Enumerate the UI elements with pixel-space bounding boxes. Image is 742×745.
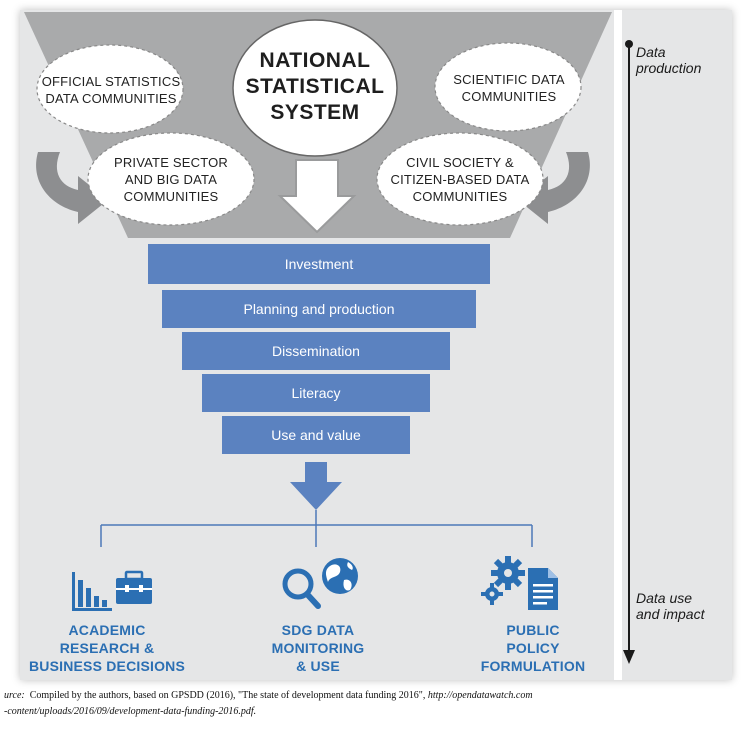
oval-label-line: CITIZEN-BASED DATA — [390, 172, 530, 187]
tier-literacy-label: Literacy — [291, 385, 341, 401]
outcome-sdg: SDG DATA MONITORING & USE — [250, 621, 386, 675]
source-text: Compiled by the authors, based on GPSDD … — [29, 690, 428, 701]
tier-use-bar — [222, 416, 410, 454]
panel-divider — [614, 10, 622, 680]
oval-official-statistics — [36, 44, 184, 134]
tier-investment-label: Investment — [284, 256, 354, 272]
private-sector-label: PRIVATE SECTOR AND BIG DATA COMMUNITIES — [90, 154, 252, 205]
outcome-line: POLICY — [506, 640, 560, 656]
oval-label-line: COMMUNITIES — [412, 189, 508, 204]
oval-label-line: OFFICIAL STATISTICS — [41, 74, 181, 89]
outcome-line: & USE — [296, 658, 340, 674]
oval-label-line: COMMUNITIES — [461, 89, 557, 104]
civil-society-label: CIVIL SOCIETY & CITIZEN-BASED DATA COMMU… — [378, 154, 542, 205]
down-arrow-icon — [277, 159, 357, 234]
axis-panel — [622, 10, 732, 680]
oval-label-line: COMMUNITIES — [123, 189, 219, 204]
outcome-line: SDG DATA — [281, 622, 355, 638]
tier-planning-label: Planning and production — [243, 301, 395, 317]
right-curved-arrow-icon — [518, 152, 590, 224]
outcome-line: RESEARCH & — [59, 640, 155, 656]
magnifier-icon — [282, 568, 321, 609]
blue-down-arrow-icon — [290, 462, 342, 510]
oval-label-line: DATA COMMUNITIES — [45, 91, 177, 106]
tier-planning-bar — [162, 290, 476, 328]
source-note-line-1: urce: Compiled by the authors, based on … — [4, 690, 533, 701]
globe-icon — [322, 558, 358, 594]
left-curved-arrow-icon — [36, 152, 108, 224]
data-flow-axis — [623, 40, 635, 664]
oval-label-line: PRIVATE SECTOR — [113, 155, 229, 170]
oval-scientific-data — [434, 42, 582, 132]
tier-dissemination-label: Dissemination — [272, 343, 360, 359]
axis-label-line: Data — [636, 44, 666, 60]
outcome-line: ACADEMIC — [68, 622, 146, 638]
oval-label-line: SCIENTIFIC DATA — [453, 72, 565, 87]
outcome-policy: PUBLIC POLICY FORMULATION — [470, 621, 596, 675]
oval-label-line: AND BIG DATA — [124, 172, 218, 187]
nss-title-line: SYSTEM — [270, 101, 360, 124]
tier-dissemination-bar — [182, 332, 450, 370]
nss-title-line: STATISTICAL — [245, 75, 385, 98]
outcome-line: PUBLIC — [506, 622, 560, 638]
source-url-continued[interactable]: -content/uploads/2016/09/development-dat… — [4, 706, 257, 717]
outcome-line: MONITORING — [271, 640, 365, 656]
bar-chart-icon — [72, 572, 112, 611]
nss-title-line: NATIONAL — [259, 49, 371, 72]
outcome-line: BUSINESS DECISIONS — [28, 658, 186, 674]
source-url[interactable]: http://opendatawatch.com — [427, 690, 533, 701]
tier-literacy-bar — [202, 374, 430, 412]
oval-private-sector — [87, 132, 255, 226]
oval-civil-society — [376, 132, 544, 226]
axis-top-label: Data production — [636, 44, 730, 76]
outcome-line: FORMULATION — [480, 658, 586, 674]
outcome-academic: ACADEMIC RESEARCH & BUSINESS DECISIONS — [22, 621, 192, 675]
source-prefix: urce: — [4, 690, 25, 701]
oval-national-statistical-system — [232, 19, 398, 157]
briefcase-icon — [116, 570, 152, 604]
nss-title: NATIONAL STATISTICAL SYSTEM — [233, 48, 397, 126]
gears-icon — [481, 556, 525, 605]
tier-investment-bar — [148, 244, 490, 284]
axis-label-line: production — [636, 60, 702, 76]
axis-label-line: and impact — [636, 606, 705, 622]
axis-label-line: Data use — [636, 590, 693, 606]
axis-bottom-label: Data use and impact — [636, 590, 730, 622]
official-statistics-label: OFFICIAL STATISTICS DATA COMMUNITIES — [38, 73, 184, 107]
branch-connector — [100, 510, 533, 547]
tier-use-label: Use and value — [271, 427, 361, 443]
document-icon — [528, 568, 558, 610]
oval-label-line: CIVIL SOCIETY & — [406, 155, 514, 170]
scientific-data-label: SCIENTIFIC DATA COMMUNITIES — [436, 71, 582, 105]
source-note-line-2: -content/uploads/2016/09/development-dat… — [4, 706, 256, 717]
